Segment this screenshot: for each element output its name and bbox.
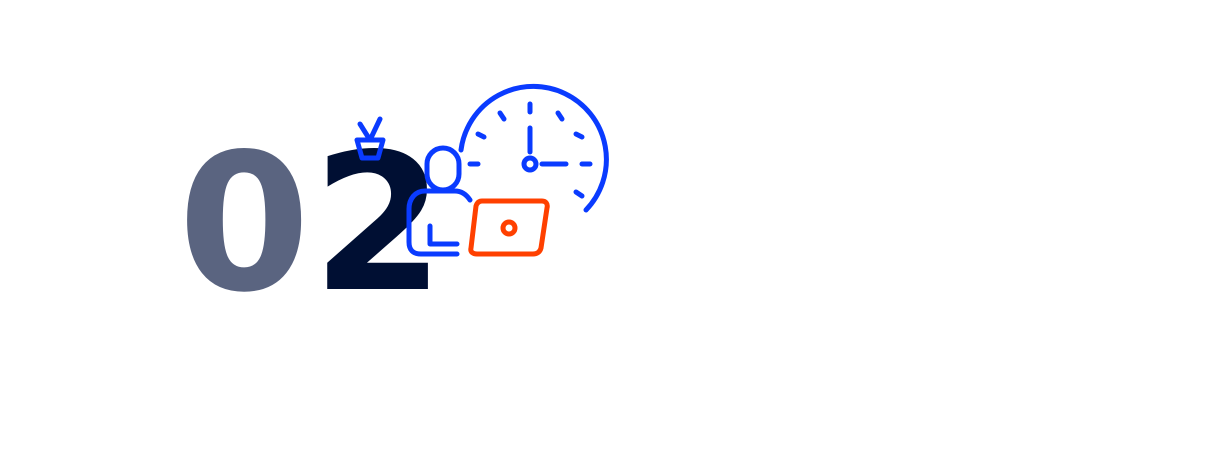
potted-plant-icon	[354, 116, 386, 161]
clock-icon	[458, 83, 609, 213]
step-number-first-digit: 0	[178, 113, 311, 334]
work-time-illustration	[354, 83, 609, 257]
laptop-icon	[468, 198, 550, 257]
person-at-desk-icon	[406, 145, 473, 257]
